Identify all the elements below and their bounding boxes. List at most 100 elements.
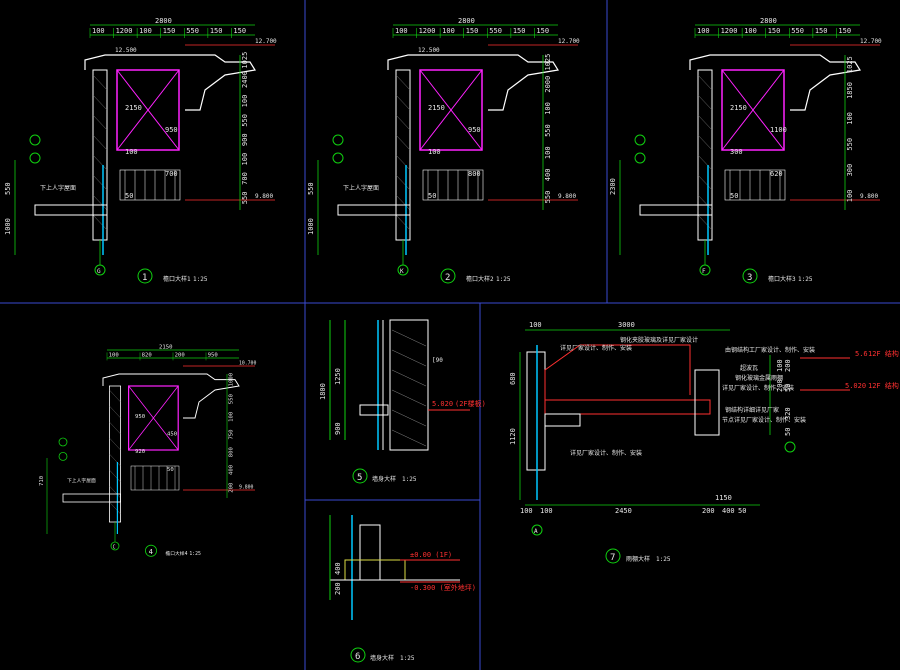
det4-overall-dim: 2150 (159, 344, 172, 350)
det1-scale: 1:25 (193, 276, 208, 283)
det2-right-dim-2: 2000 (544, 76, 552, 93)
det3-left-dim-1: 2300 (609, 178, 617, 195)
det4-note: 下上人字屋面 (67, 477, 96, 484)
det2-left-dim-1: 550 (307, 182, 315, 195)
det6-caption: 墙身大样 (370, 654, 394, 662)
det7-number: 7 (610, 553, 615, 563)
det4-inner-dim-3: 920 (135, 449, 145, 455)
det4-scale: 1:25 (189, 551, 201, 557)
det3-inner-dim-1: 2150 (730, 104, 747, 112)
detail-5-wall-section: 1250 900 1800 5.020 (2F楼板) [90 5 墙身大样 1:… (319, 319, 486, 484)
det1-left-dim-1: 550 (4, 182, 12, 195)
det4-balustrade (130, 465, 180, 491)
det1-balustrade (119, 169, 181, 201)
det4-level-top: 10.700 (239, 360, 256, 366)
det2-axis: K (400, 268, 404, 275)
det3-index-circle (742, 268, 758, 284)
det3-number: 3 (747, 273, 752, 283)
det5-caption: 墙身大样 (372, 475, 396, 483)
det5-dim-3: 1800 (319, 383, 327, 400)
det6-number: 6 (355, 652, 360, 662)
det3-top-dim-2: 1200 (721, 27, 738, 35)
det7-note-8: 节点详见厂家设计、制作、安装 (722, 416, 806, 424)
det1-overall-dim: 2800 (155, 17, 172, 25)
det2-level-top: 12.700 (558, 38, 580, 45)
det2-right-dim-1: 1025 (544, 54, 552, 71)
det7-right-dim-4: 50 (784, 384, 792, 392)
det6-level-2: -0.300 (室外地坪) (410, 583, 476, 592)
det3-right-dim-5: 300 (846, 164, 854, 177)
det1-right-dim-4: 550 (241, 114, 249, 127)
det7-note-2: 钢化夹胶玻璃及详见厂家设计 (620, 336, 698, 344)
det6-dim-2: 200 (334, 582, 342, 595)
det3-right-dim-1: 1025 (846, 56, 854, 73)
det4-axis-circle (110, 541, 120, 551)
det4-caption: 檐口大样4 (165, 550, 187, 557)
det4-axis: C (113, 544, 116, 550)
det3-top-dim-5: 550 (791, 27, 804, 35)
det2-top-dim-5: 550 (489, 27, 502, 35)
det4-number: 4 (149, 547, 153, 556)
det4-window (128, 385, 179, 451)
det1-level-mid: 9.800 (255, 193, 273, 200)
det3-right-dim-2: 1850 (846, 82, 854, 99)
det1-top-dim-7: 150 (233, 27, 246, 35)
det3-right-dim-4: 550 (846, 138, 854, 151)
det3-slab (639, 204, 713, 216)
det5-level-note: (2F楼板) (455, 399, 486, 408)
det2-top-dim-7: 150 (536, 27, 549, 35)
det2-note: 下上人字屋面 (343, 184, 379, 192)
det4-right-dim-7: 200 (229, 483, 235, 493)
det2-balustrade (422, 169, 484, 201)
det7-top-dim-2: 3000 (618, 321, 635, 329)
det4-left-dim-1: 710 (39, 476, 45, 486)
det6-level-1: ±0.00 (1F) (410, 551, 452, 559)
det7-note-5: 钢化玻璃金属雨棚 (735, 374, 783, 382)
det3-scale: 1:25 (798, 276, 813, 283)
det4-index-circle (145, 544, 158, 557)
detail-6-wall-footing: ±0.00 (1F) -0.300 (室外地坪) 400 200 6 墙身大样 … (329, 515, 476, 663)
det1-window (116, 69, 180, 151)
det3-axis-circle (699, 264, 711, 276)
det2-index-circle (440, 268, 456, 284)
det4-inner-dim-2: 450 (167, 432, 177, 438)
det4-top-dim-3: 200 (175, 352, 185, 358)
det7-scale: 1:25 (656, 556, 671, 563)
det2-right-dim-5: 100 (544, 146, 552, 159)
det2-inner-dim-3: 100 (428, 148, 441, 156)
det3-window (721, 69, 785, 151)
det1-inner-dim-3: 100 (125, 148, 138, 156)
det1-right-dim-8: 550 (241, 192, 249, 205)
det2-top-dim-4: 150 (466, 27, 479, 35)
det3-caption: 檐口大样3 (768, 275, 796, 283)
det3-inner-dim-3: 300 (730, 148, 743, 156)
det2-cornice (387, 54, 559, 111)
det2-top-dim-2: 1200 (419, 27, 436, 35)
det3-cornice (689, 54, 861, 111)
det1-inner-dim-4: 700 (165, 170, 178, 178)
det2-inner-dim-1: 2150 (428, 104, 445, 112)
det7-note-7: 钢结构详细详见厂家 (725, 406, 779, 414)
det2-inner-dim-5: 50 (428, 192, 436, 200)
det2-caption: 檐口大样2 (466, 275, 494, 283)
det1-cornice (84, 54, 256, 111)
det1-top-dim-6: 150 (210, 27, 223, 35)
det1-top-dim-5: 550 (186, 27, 199, 35)
det3-axis: F (702, 268, 706, 275)
det1-right-dim-2: 2400 (241, 71, 249, 88)
det1-right-dim-6: 100 (241, 153, 249, 166)
det7-bot-dim-2: 100 (540, 507, 553, 515)
detail-7-canopy: 100 3000 680 1120 1150 100 100 2450 200 … (509, 321, 899, 564)
det7-right-dim-3: 200 (784, 359, 792, 372)
det1-inner-dim-5: 50 (125, 192, 133, 200)
det2-right-dim-6: 400 (544, 169, 552, 182)
det1-top-dim-1: 100 (92, 27, 105, 35)
det5-dim-1: 1250 (334, 368, 342, 385)
det2-axis-circle (397, 264, 409, 276)
